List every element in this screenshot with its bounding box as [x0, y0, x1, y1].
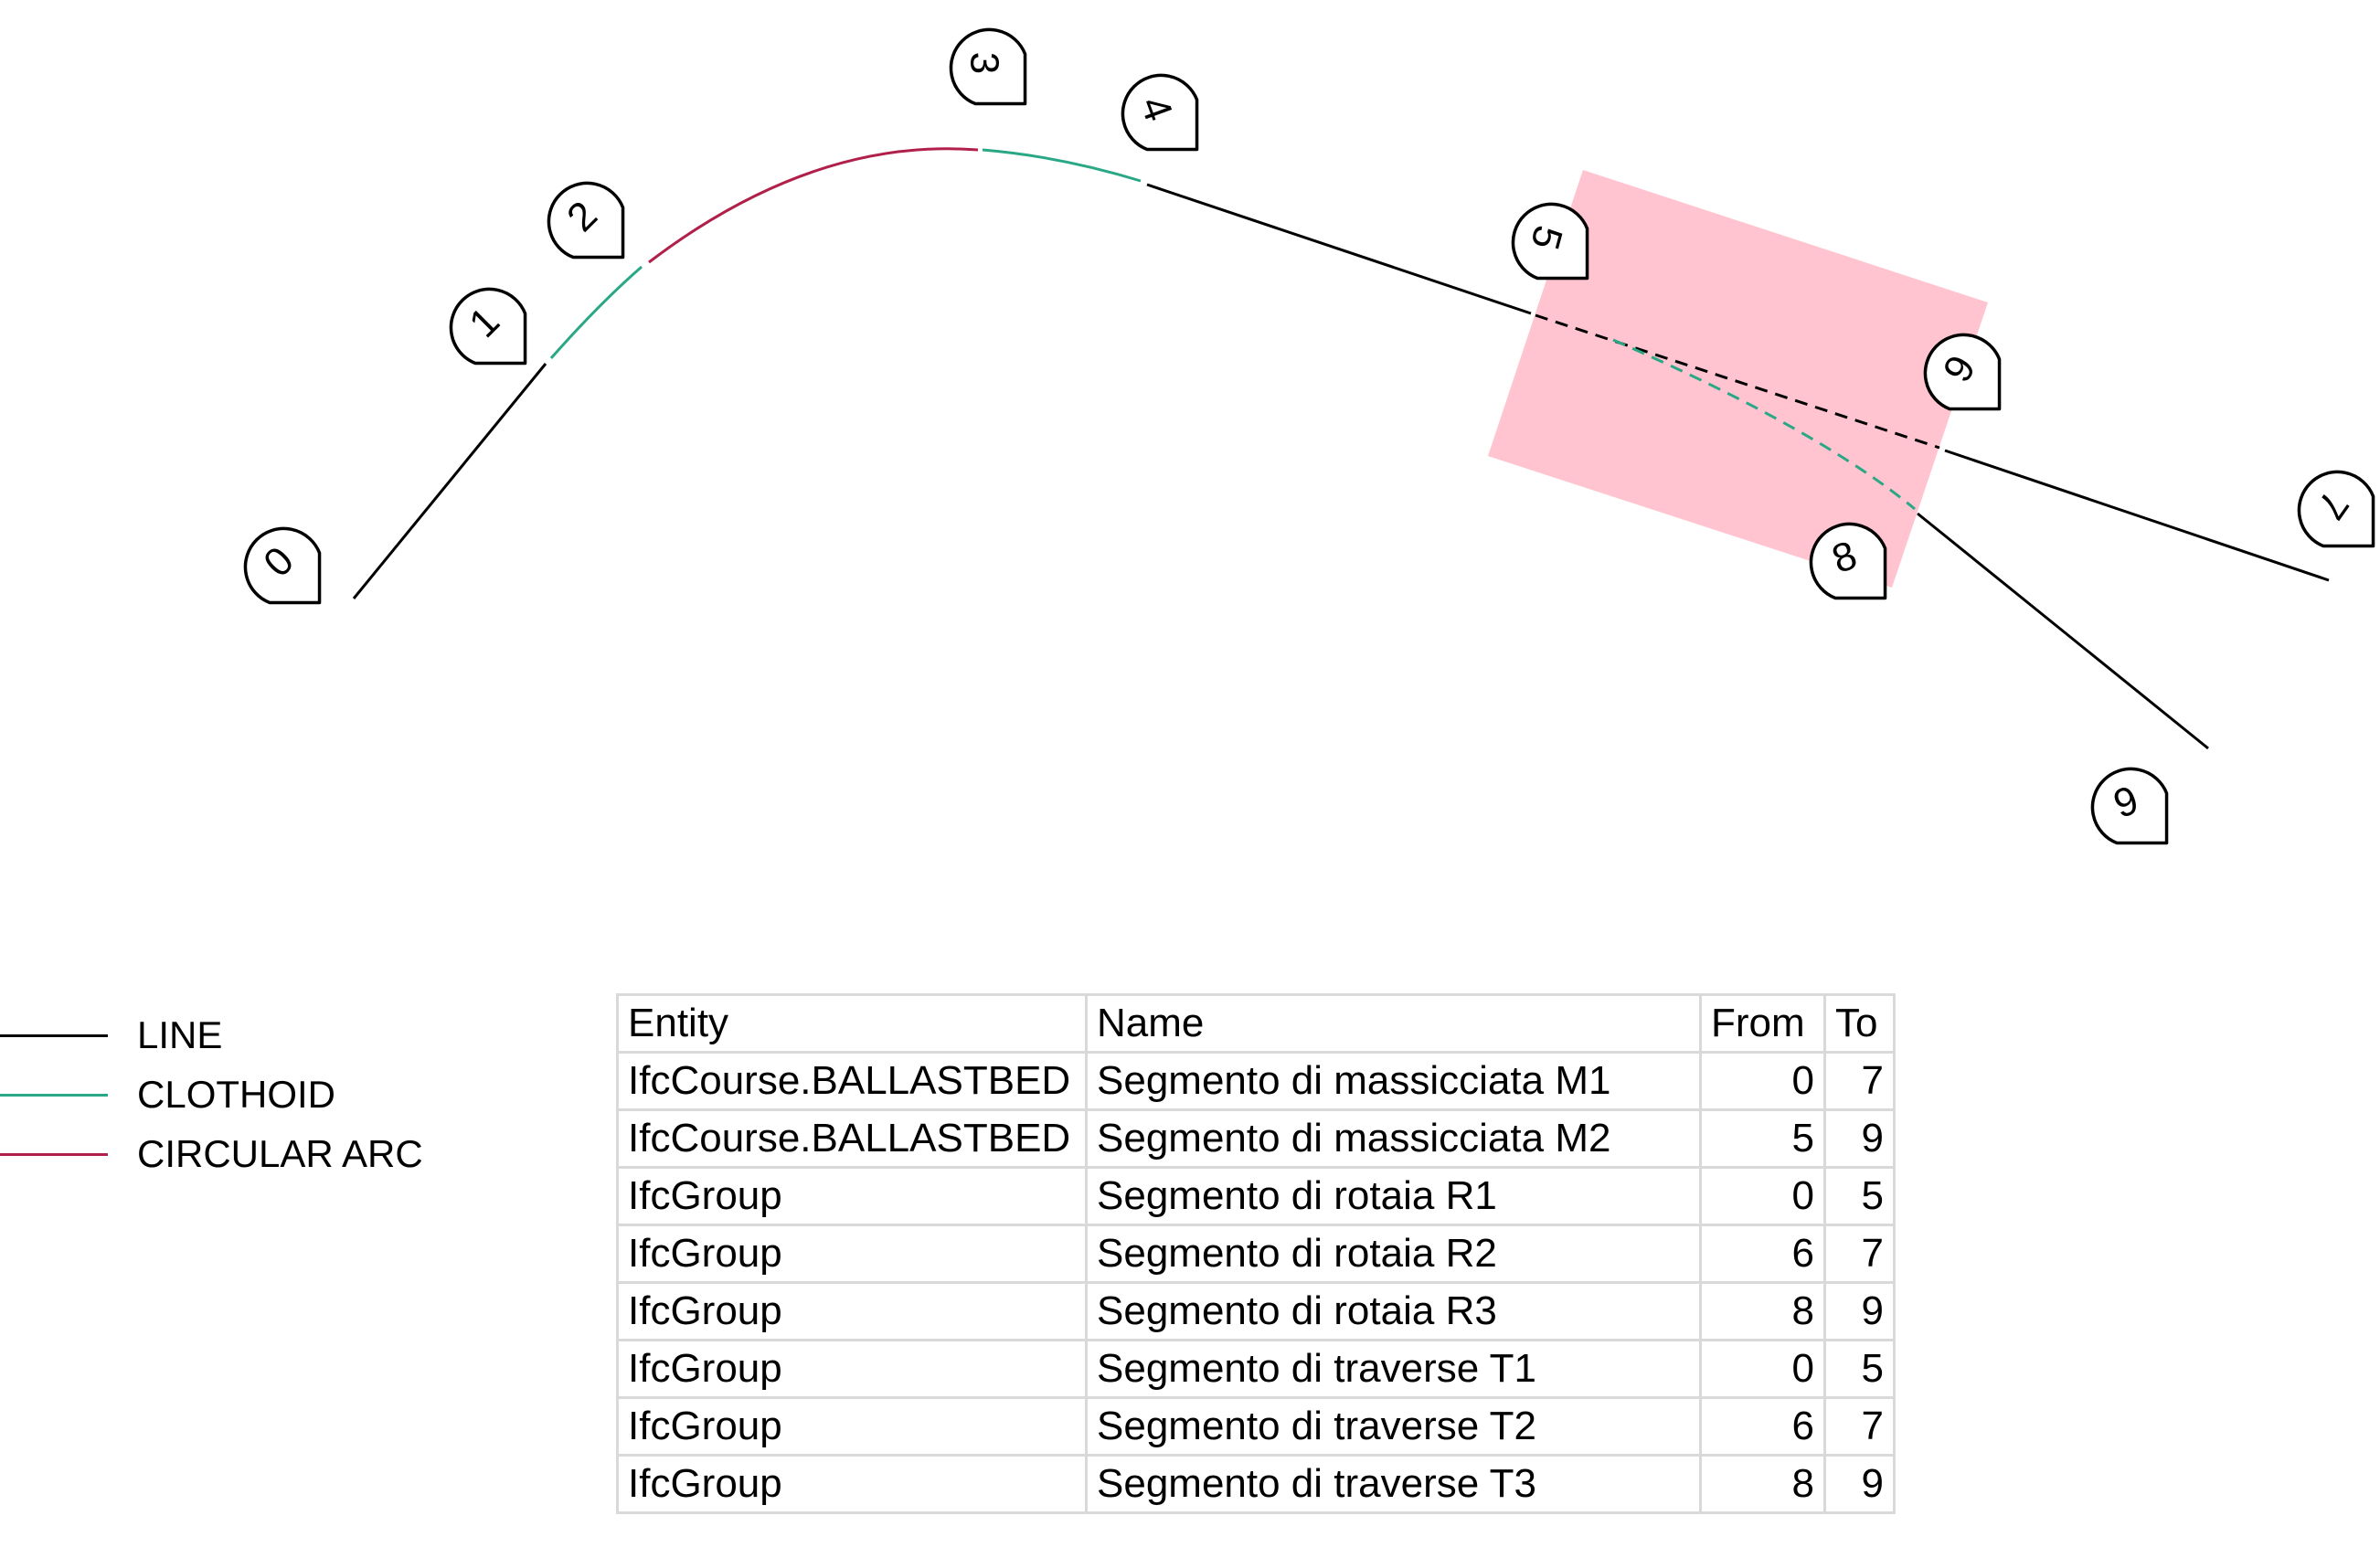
- marker-pins: 0 12 3 4 5 6 7 8 9: [243, 27, 2375, 845]
- marker-pin-3: 3: [949, 27, 1027, 106]
- marker-pin-9: 9: [2090, 767, 2169, 845]
- marker-pin-0: 0: [243, 526, 322, 605]
- legend-item-clothoid: CLOTHOID: [0, 1069, 475, 1129]
- ballast-bed-region: [1488, 170, 1988, 588]
- cell-name: Segmento di traverse T2: [1085, 1396, 1702, 1457]
- marker-pin-shape: [2090, 767, 2169, 845]
- header-entity: Entity: [616, 993, 1088, 1054]
- cell-from: 8: [1699, 1454, 1826, 1514]
- marker-pin-shape: [1923, 333, 2002, 411]
- marker-pin-7: 7: [2297, 470, 2375, 548]
- cell-from: 6: [1699, 1224, 1826, 1284]
- cell-from: 0: [1699, 1339, 1826, 1399]
- legend-swatch-clothoid: [0, 1094, 108, 1097]
- cell-entity: IfcGroup: [616, 1396, 1088, 1457]
- marker-pin-shape: [243, 526, 322, 605]
- cell-to: 9: [1823, 1108, 1896, 1169]
- marker-pin-8: 8: [1809, 522, 1887, 600]
- header-name: Name: [1085, 993, 1702, 1054]
- cell-entity: IfcGroup: [616, 1281, 1088, 1341]
- line-segment-6-7: [1944, 449, 2330, 582]
- cell-entity: IfcGroup: [616, 1224, 1088, 1284]
- cell-to: 7: [1823, 1051, 1896, 1111]
- cell-entity: IfcGroup: [616, 1454, 1088, 1514]
- dashed-line-segment-5-6: [1535, 313, 1940, 450]
- legend-swatch-circular-arc: [0, 1153, 108, 1156]
- clothoid-segment-1-2: [549, 265, 643, 359]
- line-segment-8-9: [1917, 512, 2209, 750]
- cell-name: Segmento di massicciata M2: [1085, 1108, 1702, 1169]
- cell-to: 5: [1823, 1339, 1896, 1399]
- cell-from: 8: [1699, 1281, 1826, 1341]
- table-header-row: Entity Name From To: [616, 993, 1896, 1054]
- marker-pin-shape: [949, 27, 1027, 106]
- marker-pin-shape: [1809, 522, 1887, 600]
- legend: LINE CLOTHOID CIRCULAR ARC: [0, 1010, 475, 1188]
- marker-pin-shape: [1511, 202, 1589, 281]
- marker-pin-4: 4: [1121, 73, 1199, 152]
- marker-pin-shape: [1121, 73, 1199, 152]
- legend-item-line: LINE: [0, 1010, 475, 1069]
- marker-pin-shape: [2297, 470, 2375, 548]
- marker-label: 3: [962, 52, 1007, 74]
- cell-entity: IfcGroup: [616, 1339, 1088, 1399]
- cell-name: Segmento di rotaia R3: [1085, 1281, 1702, 1341]
- line-segment-0-1: [352, 363, 547, 599]
- segments-table: Entity Name From To IfcCourse.BALLASTBED…: [616, 993, 1896, 1514]
- cell-name: Segmento di rotaia R2: [1085, 1224, 1702, 1284]
- header-from: From: [1699, 993, 1826, 1054]
- cell-entity: IfcCourse.BALLASTBED: [616, 1108, 1088, 1169]
- cell-to: 9: [1823, 1454, 1896, 1514]
- marker-pin-1: 1: [449, 287, 527, 366]
- cell-from: 0: [1699, 1166, 1826, 1226]
- cell-name: Segmento di massicciata M1: [1085, 1051, 1702, 1111]
- cell-entity: IfcGroup: [616, 1166, 1088, 1226]
- cell-to: 7: [1823, 1396, 1896, 1457]
- cell-to: 7: [1823, 1224, 1896, 1284]
- cell-name: Segmento di traverse T1: [1085, 1339, 1702, 1399]
- legend-label-circular-arc: CIRCULAR ARC: [137, 1132, 423, 1175]
- marker-pin-shape: [547, 181, 625, 260]
- marker-pin-6: 6: [1923, 333, 2002, 411]
- legend-swatch-line: [0, 1034, 108, 1037]
- cell-name: Segmento di traverse T3: [1085, 1454, 1702, 1514]
- line-segment-4-5: [1146, 183, 1532, 315]
- cell-from: 0: [1699, 1051, 1826, 1111]
- legend-item-circular-arc: CIRCULAR ARC: [0, 1129, 475, 1188]
- clothoid-segment-3-4: [982, 148, 1142, 183]
- legend-label-clothoid: CLOTHOID: [137, 1073, 336, 1116]
- marker-pin-5: 5: [1511, 202, 1589, 281]
- cell-name: Segmento di rotaia R1: [1085, 1166, 1702, 1226]
- cell-from: 6: [1699, 1396, 1826, 1457]
- cell-entity: IfcCourse.BALLASTBED: [616, 1051, 1088, 1111]
- circular-arc-segment-2-3: [648, 147, 979, 264]
- cell-from: 5: [1699, 1108, 1826, 1169]
- dashed-clothoid-segment-5-8: [1612, 338, 1916, 511]
- cell-to: 5: [1823, 1166, 1896, 1226]
- cell-to: 9: [1823, 1281, 1896, 1341]
- legend-label-line: LINE: [137, 1013, 223, 1056]
- header-to: To: [1823, 993, 1896, 1054]
- marker-pin-shape: [449, 287, 527, 366]
- marker-pin-2: 2: [547, 181, 625, 260]
